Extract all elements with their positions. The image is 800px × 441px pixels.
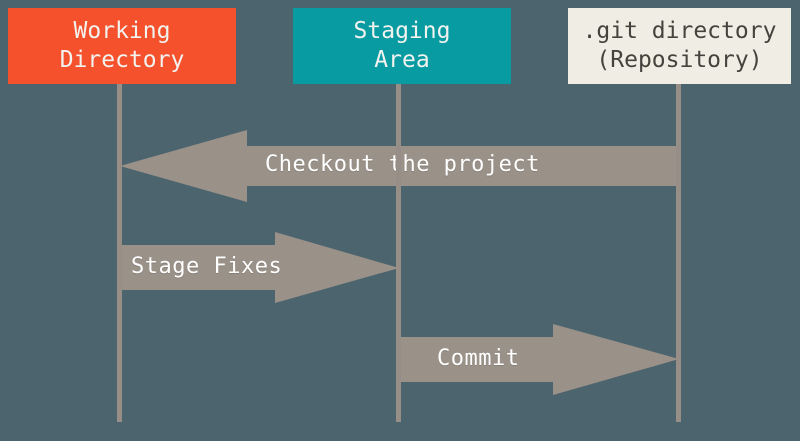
arrow-label-checkout: Checkout the project [265,152,540,177]
node-working-directory-line2: Directory [59,47,185,73]
node-working-directory: Working Directory [8,8,236,84]
arrow-label-stage-fixes: Stage Fixes [131,254,283,279]
node-staging-area: Staging Area [293,8,511,84]
lifeline-working-directory [117,84,122,422]
lifeline-git-directory [676,84,681,422]
node-git-directory-line2: (Repository) [596,47,763,73]
arrow-stage-fixes [120,232,399,303]
arrow-commit [399,324,679,395]
node-working-directory-line1: Working [73,18,171,45]
arrow-label-commit: Commit [437,346,520,371]
node-staging-area-line1: Staging [353,18,451,45]
lifeline-staging-area [396,84,401,422]
node-staging-area-line2: Area [374,47,430,73]
node-git-directory-line1: .git directory [582,18,777,45]
node-git-directory: .git directory (Repository) [568,8,791,84]
